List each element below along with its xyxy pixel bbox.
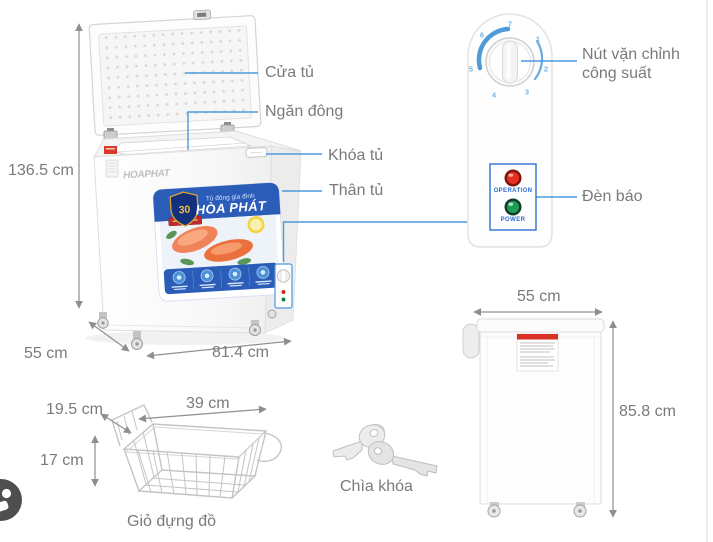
- freezer-front-view: HOAPHAT: [85, 9, 302, 350]
- knob-number-4: 4: [491, 90, 497, 100]
- callout-body: Thân tủ: [329, 182, 384, 199]
- dim-basket-width: 39 cm: [186, 395, 230, 412]
- knob-number-2: 2: [543, 64, 549, 74]
- dim-basket-depth: 19.5 cm: [46, 401, 103, 418]
- caption-keys: Chìa khóa: [340, 478, 413, 495]
- compartment-callout-line: [187, 111, 258, 150]
- spec-sticker-side: [516, 333, 559, 372]
- dim-basket-height: 17 cm: [40, 452, 84, 469]
- freezer-lock: [245, 147, 268, 158]
- badge-30-number: 30: [178, 204, 191, 217]
- indicator-lights: [504, 169, 522, 216]
- dim-total-height: 136.5 cm: [8, 162, 74, 179]
- callout-door: Cửa tủ: [265, 64, 314, 81]
- badge-30-years: 30: [168, 191, 203, 227]
- dim-front-width: 81.4 cm: [212, 344, 269, 361]
- feature-icons: [171, 265, 272, 291]
- knob-number-1: 1: [535, 34, 541, 44]
- basket-handle: [256, 432, 283, 463]
- knob-scale-arc: [476, 26, 511, 71]
- image-search-watermark[interactable]: [0, 479, 22, 521]
- side-casters: [487, 502, 587, 518]
- width-arrow: [146, 337, 292, 360]
- knob-number-5: 5: [468, 64, 474, 74]
- label-tagline: Tủ đông gia đình: [206, 192, 256, 203]
- callout-lock: Khóa tủ: [328, 147, 384, 164]
- basket-depth-arrow: [100, 413, 132, 434]
- label-brand-name: HÒA PHÁT: [195, 198, 267, 217]
- product-label: 30 Tủ đông gia đình HÒA PHÁT: [152, 182, 286, 302]
- embossed-brand-logo: HOAPHAT: [123, 168, 171, 181]
- freezer-side-view: [462, 318, 605, 518]
- side-lid: [476, 318, 605, 333]
- knob-number-6: 6: [479, 30, 485, 40]
- power-light-label: POWER: [500, 217, 526, 223]
- side-cabinet: [479, 331, 602, 505]
- spec-sticker-front: [105, 159, 119, 178]
- callout-lines: [185, 60, 577, 262]
- callout-compartment: Ngăn đông: [265, 103, 344, 120]
- dim-front-depth: 55 cm: [24, 345, 68, 362]
- energy-sticker: [104, 146, 117, 154]
- lights-highlight-box: [489, 163, 537, 231]
- depth-arrow: [88, 321, 130, 352]
- keys-art: [332, 423, 438, 477]
- callout-indicator-lights: Đèn báo: [582, 188, 643, 205]
- panel-connector-line: [282, 221, 467, 262]
- side-hinge: [462, 323, 480, 359]
- wire-basket: [111, 404, 283, 499]
- control-panel-detail: [467, 13, 553, 248]
- knob-number-7: 7: [507, 19, 513, 29]
- knob-number-3: 3: [524, 87, 530, 97]
- basket-width-arrow: [138, 405, 267, 423]
- page-border: [706, 0, 708, 542]
- freezer-knob-panel: [274, 263, 293, 309]
- caption-basket: Giỏ đựng đồ: [127, 513, 216, 530]
- dim-side-height: 85.8 cm: [619, 403, 676, 420]
- power-knob: [485, 37, 535, 87]
- dim-side-width: 55 cm: [517, 288, 561, 305]
- operation-light-label: OPERATION: [493, 188, 533, 194]
- dimension-arrows: [75, 23, 617, 518]
- freezer-lid: [88, 9, 262, 136]
